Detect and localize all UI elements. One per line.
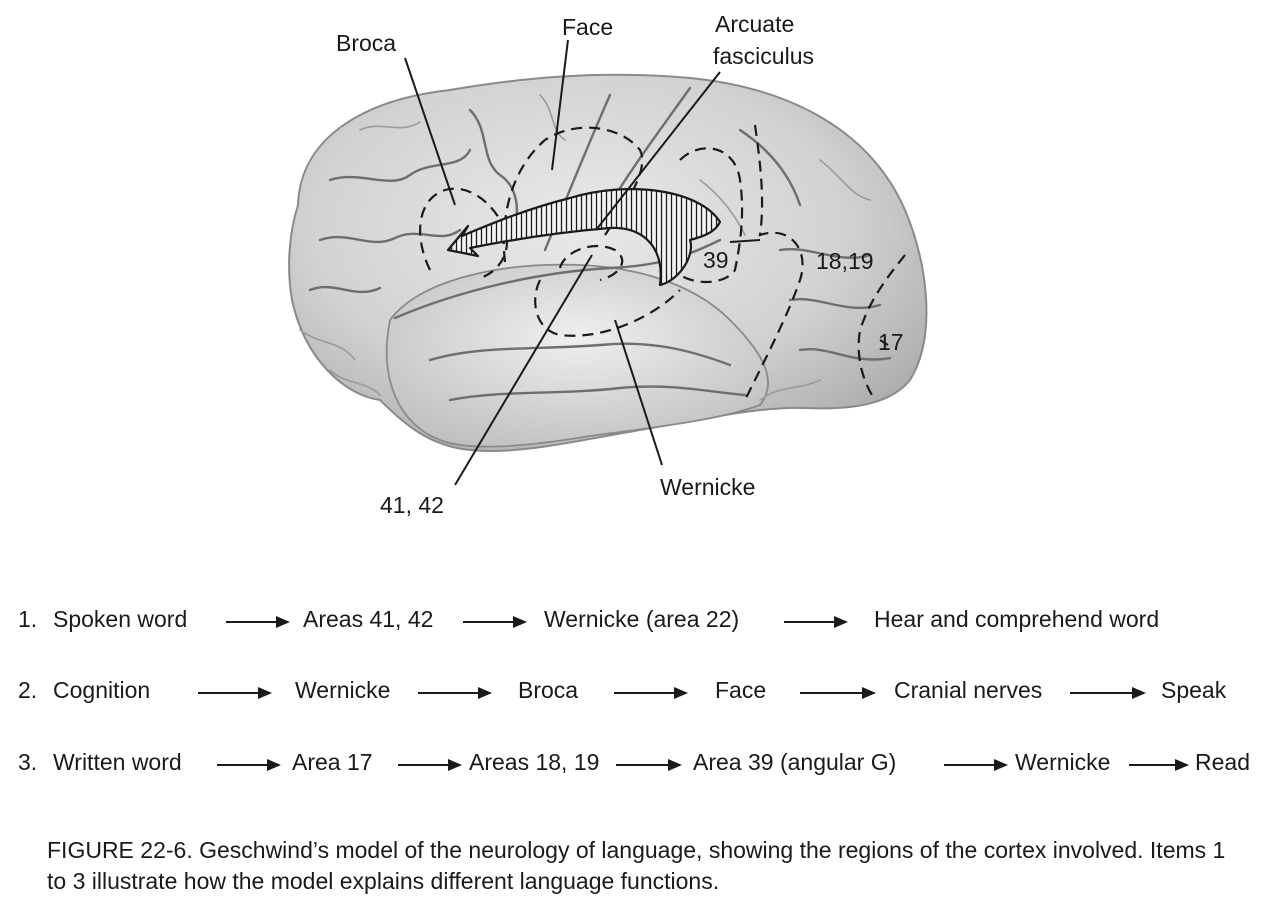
temporal-lobe — [385, 263, 769, 448]
pathway-1-step-3: Wernicke (area 22) — [544, 606, 740, 632]
area-39-outline — [679, 147, 744, 284]
label-area-18-19: 18,19 — [816, 248, 874, 274]
area-17-outline — [857, 254, 906, 401]
arrow-icon — [1070, 687, 1146, 699]
label-face: Face — [562, 14, 613, 40]
pathway-1-step-4: Hear and comprehend word — [874, 606, 1160, 632]
arrow-icon — [616, 759, 682, 771]
arrow-icon — [463, 616, 527, 628]
label-areas-41-42: 41, 42 — [380, 492, 444, 518]
pathway-2-step-5: Cranial nerves — [894, 677, 1043, 703]
pathway-2-step-4: Face — [715, 677, 767, 703]
label-arcuate-line1: Arcuate — [715, 11, 794, 37]
label-arcuate-line2: fasciculus — [713, 43, 814, 69]
pathway-1-step-2: Areas 41, 42 — [303, 606, 434, 632]
label-wernicke: Wernicke — [660, 474, 755, 500]
arrow-icon — [398, 759, 462, 771]
arrow-icon — [217, 759, 281, 771]
pathway-3-step-6: Read — [1195, 749, 1250, 775]
pathway-3-step-3: Areas 18, 19 — [469, 749, 600, 775]
leader-lines — [404, 39, 889, 486]
arrow-icon — [784, 616, 848, 628]
cortical-folds — [299, 86, 892, 402]
brain-figure: Broca Face Arcuate fasciculus 39 18,19 1… — [288, 11, 928, 518]
wernicke-area-outline — [534, 279, 681, 337]
label-broca: Broca — [336, 30, 396, 56]
arrow-icon — [198, 687, 272, 699]
pathway-1-step-1: Spoken word — [53, 606, 188, 632]
arrow-icon — [1129, 759, 1189, 771]
pathway-3-step-2: Area 17 — [292, 749, 373, 775]
pathway-3-step-4: Area 39 (angular G) — [693, 749, 897, 775]
label-area-39: 39 — [703, 247, 729, 273]
pathway-2-step-2: Wernicke — [295, 677, 391, 703]
arrow-icon — [226, 616, 290, 628]
face-area-outline — [502, 126, 644, 263]
pathway-2-step-1: Cognition — [53, 677, 151, 703]
pathway-2-step-3: Broca — [518, 677, 579, 703]
label-area-17: 17 — [878, 329, 904, 355]
pathway-3-step-5: Wernicke — [1015, 749, 1111, 775]
arcuate-fasciculus-arrow — [446, 188, 722, 287]
pathway-2-number: 2. — [18, 677, 38, 703]
broca-area-outline — [419, 187, 509, 280]
pathway-3-number: 3. — [18, 749, 38, 775]
arrow-icon — [800, 687, 876, 699]
arrow-icon — [614, 687, 688, 699]
pathway-3-step-1: Written word — [53, 749, 182, 775]
auditory-area-outline — [558, 245, 624, 282]
figure-caption: FIGURE 22-6. Geschwind’s model of the ne… — [47, 837, 1226, 894]
cortical-regions — [419, 124, 906, 401]
pathway-1-number: 1. — [18, 606, 38, 632]
pathway-2-step-6: Speak — [1161, 677, 1227, 703]
area-1819-outline — [744, 124, 804, 401]
arrow-icon — [418, 687, 492, 699]
arrow-icon — [944, 759, 1008, 771]
